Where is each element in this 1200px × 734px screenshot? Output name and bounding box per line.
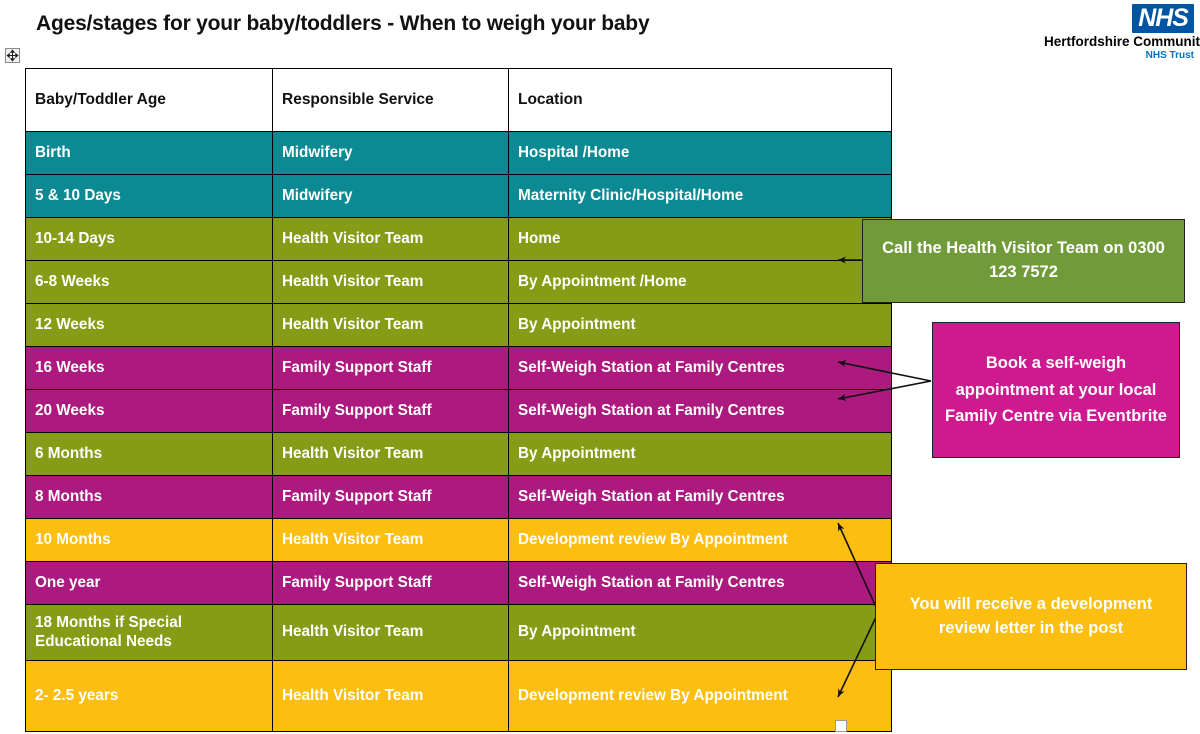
cell-age: 20 Weeks <box>25 389 273 433</box>
cell-age: 6-8 Weeks <box>25 260 273 304</box>
cell-age: Birth <box>25 131 273 175</box>
cell-service: Health Visitor Team <box>272 260 509 304</box>
callout-health-visitor-phone[interactable]: Call the Health Visitor Team on 0300 123… <box>862 219 1185 303</box>
callout-text: You will receive a development review le… <box>909 594 1153 637</box>
callout-self-weigh-booking[interactable]: Book a self-weigh appointment at your lo… <box>932 322 1180 458</box>
cell-location: Development review By Appointment <box>508 660 892 732</box>
cell-service: Family Support Staff <box>272 475 509 519</box>
resize-handle-icon[interactable] <box>835 720 847 732</box>
column-header-0: Baby/Toddler Age <box>25 68 273 132</box>
cell-service: Midwifery <box>272 174 509 218</box>
page-title: Ages/stages for your baby/toddlers - Whe… <box>36 12 650 35</box>
cell-location: Self-Weigh Station at Family Centres <box>508 475 892 519</box>
cell-service: Health Visitor Team <box>272 303 509 347</box>
cell-location: Self-Weigh Station at Family Centres <box>508 561 892 605</box>
cell-location: Maternity Clinic/Hospital/Home <box>508 174 892 218</box>
cell-age: 5 & 10 Days <box>25 174 273 218</box>
nhs-trust-subtitle: NHS Trust <box>1145 50 1194 61</box>
cell-location: Self-Weigh Station at Family Centres <box>508 346 892 390</box>
nhs-logo: NHS Hertfordshire Community NHS Trust <box>1044 4 1200 62</box>
cell-age: 10-14 Days <box>25 217 273 261</box>
nhs-badge: NHS <box>1132 4 1194 33</box>
cell-location: Hospital /Home <box>508 131 892 175</box>
cell-service: Family Support Staff <box>272 561 509 605</box>
cell-location: By Appointment <box>508 432 892 476</box>
cell-service: Health Visitor Team <box>272 604 509 661</box>
cell-service: Family Support Staff <box>272 346 509 390</box>
cell-location: Home <box>508 217 892 261</box>
cell-location: By Appointment /Home <box>508 260 892 304</box>
cell-age: 16 Weeks <box>25 346 273 390</box>
cell-age: One year <box>25 561 273 605</box>
cell-age: 8 Months <box>25 475 273 519</box>
cell-age: 6 Months <box>25 432 273 476</box>
cell-age: 10 Months <box>25 518 273 562</box>
cell-age: 18 Months if Special Educational Needs <box>25 604 273 661</box>
cell-age: 2- 2.5 years <box>25 660 273 732</box>
cell-service: Health Visitor Team <box>272 217 509 261</box>
callout-text: Book a self-weigh appointment at your lo… <box>945 353 1167 426</box>
column-header-2: Location <box>508 68 892 132</box>
cell-service: Health Visitor Team <box>272 660 509 732</box>
nhs-trust-name: Hertfordshire Community <box>1044 34 1200 49</box>
cell-service: Midwifery <box>272 131 509 175</box>
callout-text: Call the Health Visitor Team on 0300 123… <box>882 239 1165 281</box>
cell-location: By Appointment <box>508 604 892 661</box>
cell-age: 12 Weeks <box>25 303 273 347</box>
cell-location: Self-Weigh Station at Family Centres <box>508 389 892 433</box>
cell-service: Health Visitor Team <box>272 432 509 476</box>
cell-service: Health Visitor Team <box>272 518 509 562</box>
cell-location: Development review By Appointment <box>508 518 892 562</box>
column-header-1: Responsible Service <box>272 68 509 132</box>
cell-location: By Appointment <box>508 303 892 347</box>
callout-development-review-letter[interactable]: You will receive a development review le… <box>875 563 1187 670</box>
move-handle-icon[interactable] <box>5 48 20 63</box>
cell-service: Family Support Staff <box>272 389 509 433</box>
